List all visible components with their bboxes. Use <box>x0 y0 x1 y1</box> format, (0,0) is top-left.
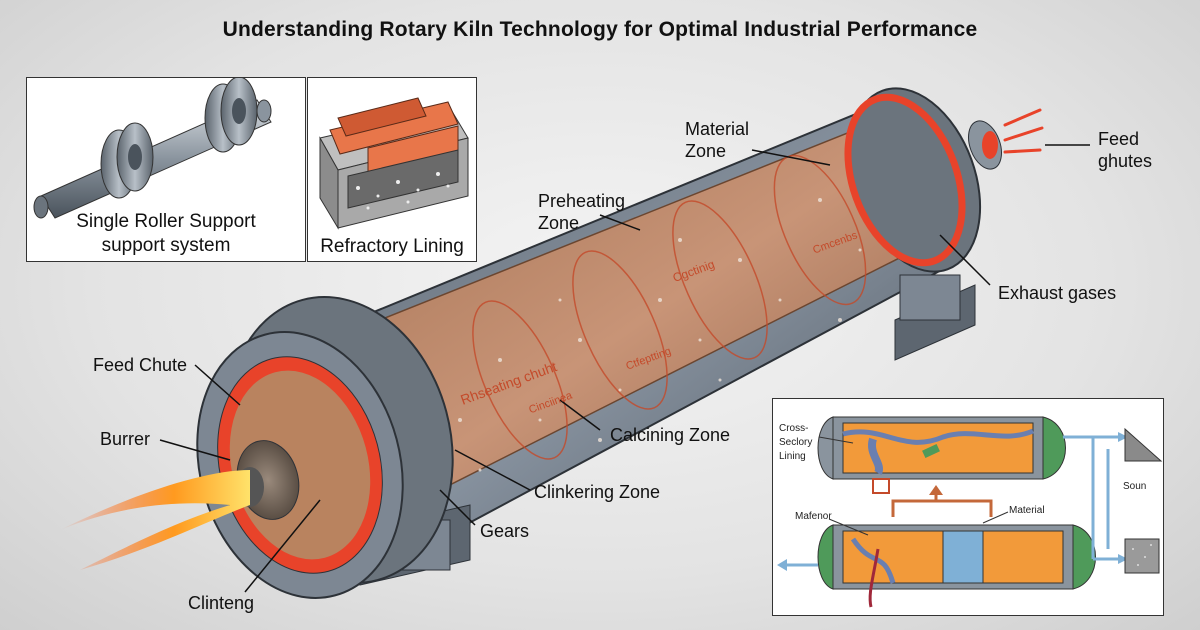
schematic-drawing <box>777 416 1163 608</box>
kiln-schematic-inset: Cross- Seclory Lining Soun Mafenor Mater… <box>772 398 1164 616</box>
schematic-cross-label-3: Lining <box>779 451 806 462</box>
drum-text-ctfeptting: Ctfeptting <box>624 345 673 373</box>
schematic-soun-label: Soun <box>1123 481 1147 492</box>
roller-support-inset: Single Roller Support support system <box>26 77 306 262</box>
feed-heat-streaks <box>1003 108 1044 154</box>
drum-text-cinciinea: Cinciinea <box>527 389 574 417</box>
refractory-lining-inset: Refractory Lining <box>307 77 477 262</box>
roller-shaft-illustration <box>33 78 272 219</box>
left-end-assembly <box>196 296 471 599</box>
callout-exhaust-gases: Exhaust gases <box>998 283 1117 303</box>
drum-text-cmcenbs: Cmcenbs <box>811 229 860 257</box>
drum-text-cgctinig: Cgctinig <box>670 257 717 285</box>
refractory-lining-label: Refractory Lining <box>320 236 464 257</box>
callout-clinteng: Clinteng <box>188 593 255 613</box>
callout-clinkering-zone: Clinkering Zone <box>534 482 661 502</box>
right-end-assembly <box>844 87 1002 361</box>
callout-feed-chute: Feed Chute <box>93 355 188 375</box>
callout-calcining-zone: Calcining Zone <box>610 425 731 445</box>
schematic-cross-label-1: Cross- <box>779 423 809 434</box>
schematic-mafenor-label: Mafenor <box>795 511 832 522</box>
roller-support-label-line2: support system <box>101 235 231 256</box>
burner-flame <box>60 470 250 570</box>
roller-support-label-line1: Single Roller Support <box>76 211 256 232</box>
callout-gears: Gears <box>480 521 530 541</box>
callout-burrer: Burrer <box>100 429 151 449</box>
schematic-cross-label-2: Seclory <box>779 437 813 448</box>
page-title: Understanding Rotary Kiln Technology for… <box>222 18 978 41</box>
schematic-material-label: Material <box>1009 505 1045 516</box>
refractory-block-illustration <box>319 97 469 230</box>
